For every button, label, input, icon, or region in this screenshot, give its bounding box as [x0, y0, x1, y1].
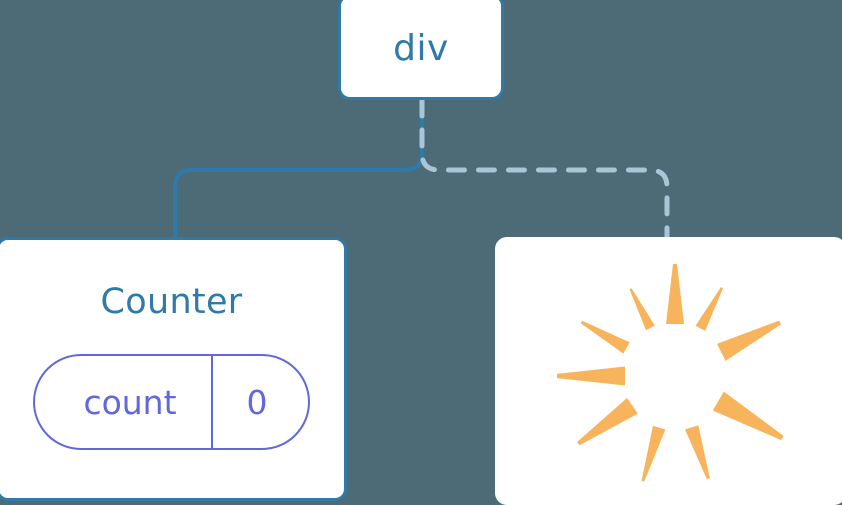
- sparkle-ray-6: [641, 425, 665, 482]
- node-div[interactable]: div: [338, 0, 504, 100]
- edge-root-to-burst: [419, 97, 670, 243]
- state-key: count: [83, 382, 177, 422]
- node-sparkle-burst[interactable]: [495, 237, 842, 505]
- node-counter[interactable]: Counter count 0: [0, 237, 347, 501]
- state-pill-count[interactable]: count 0: [33, 354, 310, 450]
- state-value: 0: [210, 356, 308, 448]
- sparkle-ray-1: [665, 264, 684, 324]
- sparkle-rays: [556, 264, 784, 482]
- sparkle-ray-3: [580, 320, 630, 354]
- sparkle-ray-8: [712, 391, 784, 441]
- sparkle-ray-4: [556, 366, 625, 386]
- sparkle-burst-icon: [556, 264, 784, 482]
- sparkle-ray-7: [684, 425, 710, 480]
- sparkle-ray-9: [716, 320, 781, 361]
- node-div-label: div: [393, 28, 449, 69]
- sparkle-ray-10: [695, 287, 723, 331]
- sparkle-ray-5: [576, 398, 638, 446]
- edge-root-to-counter: [173, 98, 424, 242]
- node-counter-label: Counter: [100, 282, 243, 322]
- sparkle-ray-2: [629, 288, 655, 331]
